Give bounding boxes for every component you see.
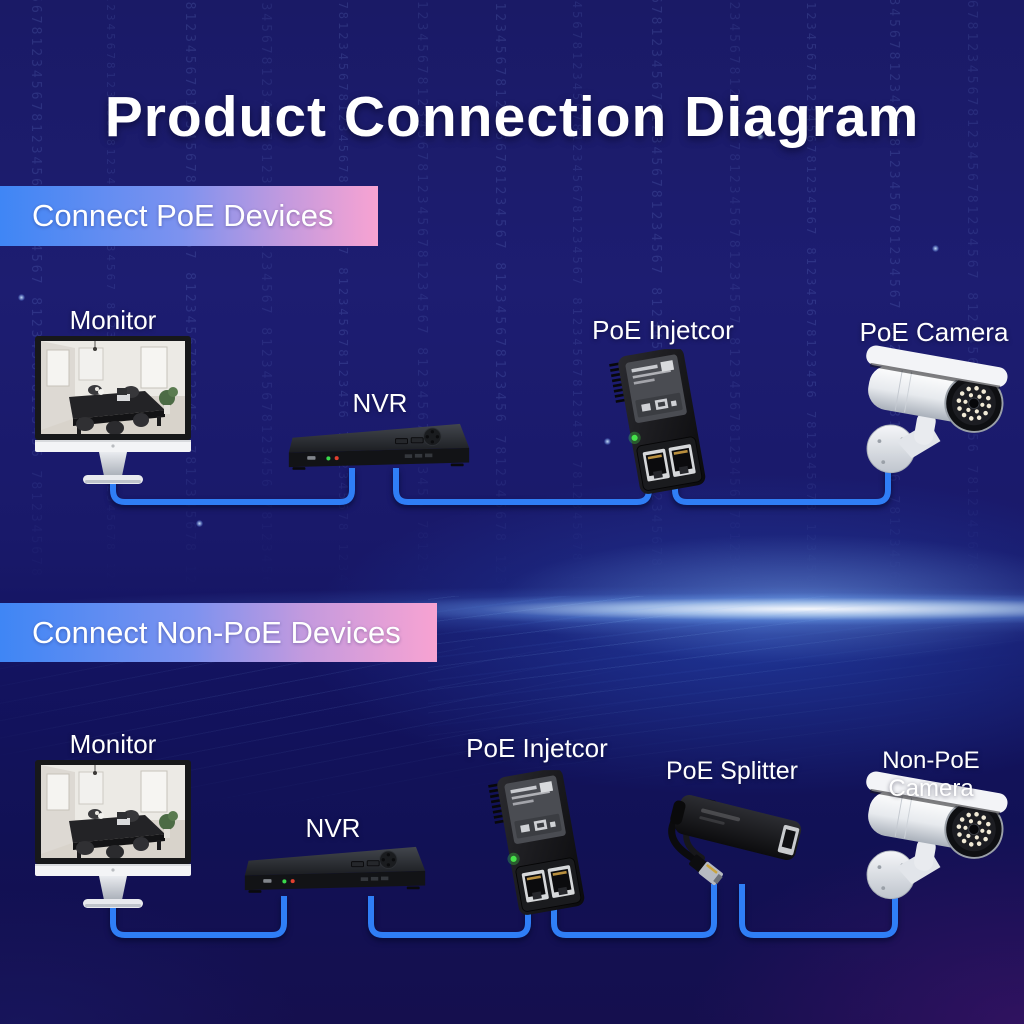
nvr-illustration: [287, 420, 471, 472]
monitor-illustration: [33, 336, 193, 486]
section-banner-poe: Connect PoE Devices: [0, 186, 378, 246]
page-title: Product Connection Diagram: [104, 85, 920, 149]
label-poe-splitter: PoE Splitter: [665, 757, 798, 785]
connection-nvr-injector-poe: [393, 468, 652, 505]
section-banner-nonpoe: Connect Non-PoE Devices: [0, 603, 437, 662]
label-poe-injector-nonpoe: PoE Injetcor: [466, 733, 608, 763]
connection-monitor-nvr-nonpoe: [110, 872, 287, 938]
monitor-illustration: [33, 760, 193, 910]
label-poe-injector-poe: PoE Injetcor: [592, 315, 734, 345]
connection-nvr-injector-nonpoe: [368, 893, 531, 938]
label-monitor-poe: Monitor: [69, 305, 157, 335]
label-poe-camera: PoE Camera: [859, 317, 1009, 347]
connection-splitter-camera: [739, 884, 898, 938]
section-banner-poe-text: Connect PoE Devices: [32, 198, 334, 233]
poe-injector-illustration: [487, 770, 592, 919]
connection-injector-camera-poe: [672, 456, 891, 505]
poe-camera-illustration: [843, 342, 1015, 485]
connection-monitor-nvr-poe: [110, 448, 355, 505]
poe-injector-illustration: [608, 349, 713, 498]
label-nvr-poe: NVR: [352, 388, 408, 418]
label-non-poe-camera: Non-PoE Camera: [882, 747, 980, 802]
nvr-illustration: [243, 843, 427, 895]
poe-splitter-illustration: [640, 778, 810, 898]
label-monitor-nonpoe: Monitor: [69, 729, 157, 759]
label-nvr-nonpoe: NVR: [305, 813, 361, 843]
connection-injector-splitter: [551, 884, 717, 938]
section-banner-nonpoe-text: Connect Non-PoE Devices: [32, 614, 401, 650]
